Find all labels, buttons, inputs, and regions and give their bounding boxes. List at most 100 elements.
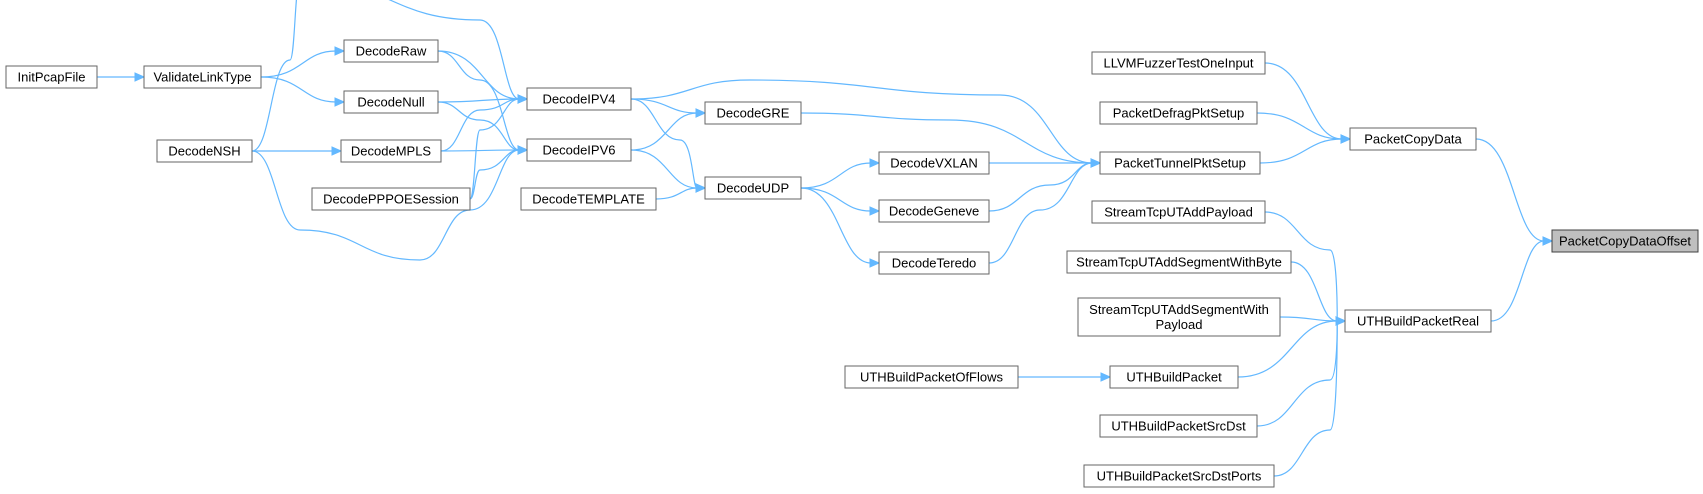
node-box <box>520 187 657 211</box>
node-offset[interactable]: PacketCopyDataOffset <box>1551 229 1699 253</box>
node-gre[interactable]: DecodeGRE <box>704 101 802 125</box>
edge-mpls-to-ipv4 <box>440 98 520 152</box>
edge-addsegbyte-to-real <box>1290 261 1338 322</box>
edge-mpls-to-ipv6 <box>440 149 520 152</box>
edge-defrag-to-copydata <box>1256 112 1343 140</box>
arrowhead-copydata <box>1340 134 1352 144</box>
edge-validate-to-raw <box>260 50 337 78</box>
node-label: DecodeTEMPLATE <box>532 192 645 207</box>
edge-real-to-offset <box>1490 240 1545 322</box>
edge-copydata-to-offset <box>1475 138 1545 242</box>
node-tunnel[interactable]: PacketTunnelPktSetup <box>1099 151 1261 175</box>
node-box <box>343 90 439 114</box>
node-label: UTHBuildPacketOfFlows <box>860 370 1004 385</box>
arrowhead-offset <box>1542 236 1554 246</box>
node-box <box>1344 309 1492 333</box>
node-nsh[interactable]: DecodeNSH <box>156 139 253 163</box>
node-box <box>844 365 1019 389</box>
edge-udp-to-vxlan <box>800 162 872 189</box>
node-label: InitPcapFile <box>18 70 86 85</box>
edge-ipv4-to-udp <box>630 98 698 189</box>
node-defrag[interactable]: PacketDefragPktSetup <box>1099 101 1258 125</box>
node-addpayload[interactable]: StreamTcpUTAddPayload <box>1091 200 1266 224</box>
node-box <box>1091 200 1266 224</box>
node-box <box>878 251 990 275</box>
node-label: UTHBuildPacketReal <box>1357 314 1479 329</box>
arrowhead-tunnel <box>1090 158 1102 168</box>
node-vxlan[interactable]: DecodeVXLAN <box>878 151 990 175</box>
node-label: DecodeTeredo <box>892 256 977 271</box>
edges-layer <box>96 0 1554 477</box>
node-label: PacketDefragPktSetup <box>1113 106 1245 121</box>
edge-srcdst-to-real <box>1256 320 1338 427</box>
arrowhead-null <box>334 97 346 107</box>
arrowhead-ipv4 <box>517 94 529 104</box>
arrowhead-teredo <box>869 258 881 268</box>
arrowhead-geneve <box>869 206 881 216</box>
node-udp[interactable]: DecodeUDP <box>704 176 802 200</box>
node-box <box>156 139 253 163</box>
node-teredo[interactable]: DecodeTeredo <box>878 251 990 275</box>
arrowhead-buildpacket <box>1100 372 1112 382</box>
node-template[interactable]: DecodeTEMPLATE <box>520 187 657 211</box>
edge-addpayload-to-real <box>1264 211 1338 322</box>
node-geneve[interactable]: DecodeGeneve <box>878 199 990 223</box>
node-box <box>878 199 990 223</box>
node-label: DecodeVXLAN <box>890 156 977 171</box>
node-box <box>1099 151 1261 175</box>
node-ipv6[interactable]: DecodeIPV6 <box>526 138 632 162</box>
edge-fuzzer-to-copydata <box>1264 62 1343 140</box>
node-box <box>1083 464 1275 488</box>
node-validate[interactable]: ValidateLinkType <box>143 65 262 89</box>
node-label: DecodeIPV4 <box>543 92 616 107</box>
arrowhead-real <box>1335 316 1347 326</box>
edge-nsh-to-ipv6 <box>251 149 520 261</box>
node-ipv4[interactable]: DecodeIPV4 <box>526 87 632 111</box>
node-srcdstports[interactable]: UTHBuildPacketSrcDstPorts <box>1083 464 1275 488</box>
node-box <box>526 138 632 162</box>
edge-addsegpayload-to-real <box>1279 316 1338 322</box>
node-null[interactable]: DecodeNull <box>343 90 439 114</box>
edge-tunnel-to-copydata <box>1259 138 1343 164</box>
node-label: StreamTcpUTAddSegmentWith <box>1089 302 1269 317</box>
node-box <box>1066 250 1292 274</box>
node-addsegbyte[interactable]: StreamTcpUTAddSegmentWithByte <box>1066 250 1292 274</box>
node-buildpacket[interactable]: UTHBuildPacket <box>1109 365 1239 389</box>
edge-ipv6-to-gre <box>630 112 698 151</box>
arrowhead-udp <box>695 183 707 193</box>
node-box <box>1091 51 1266 75</box>
node-pppoe[interactable]: DecodePPPOESession <box>311 187 471 211</box>
node-box <box>526 87 632 111</box>
node-box <box>704 101 802 125</box>
edge-gre-to-tunnel <box>800 112 1093 164</box>
node-label: DecodeGRE <box>717 106 790 121</box>
node-label: DecodeNull <box>357 95 424 110</box>
node-box <box>1349 127 1477 151</box>
node-copydata[interactable]: PacketCopyData <box>1349 127 1477 151</box>
node-real[interactable]: UTHBuildPacketReal <box>1344 309 1492 333</box>
node-mpls[interactable]: DecodeMPLS <box>340 139 442 163</box>
node-box <box>704 176 802 200</box>
edge-null-to-ipv4 <box>437 98 520 103</box>
node-label: ValidateLinkType <box>153 70 251 85</box>
edge-ipv6-to-udp <box>630 149 698 189</box>
edge-null-to-ipv6 <box>437 101 520 151</box>
node-label: PacketCopyDataOffset <box>1559 234 1691 249</box>
node-srcdst[interactable]: UTHBuildPacketSrcDst <box>1099 414 1258 438</box>
node-raw[interactable]: DecodeRaw <box>343 39 439 63</box>
node-box <box>311 187 471 211</box>
node-fuzzer[interactable]: LLVMFuzzerTestOneInput <box>1091 51 1266 75</box>
node-box <box>878 151 990 175</box>
node-init[interactable]: InitPcapFile <box>5 65 98 89</box>
node-label: StreamTcpUTAddPayload <box>1104 205 1253 220</box>
arrowhead-ipv6 <box>517 145 529 155</box>
node-box <box>1099 101 1258 125</box>
node-box <box>1099 414 1258 438</box>
node-label: StreamTcpUTAddSegmentWithByte <box>1076 255 1282 270</box>
node-label: DecodeIPV6 <box>543 143 616 158</box>
node-offlows[interactable]: UTHBuildPacketOfFlows <box>844 365 1019 389</box>
node-label: PacketCopyData <box>1364 132 1462 147</box>
edge-pppoe-to-ipv4 <box>469 98 520 200</box>
